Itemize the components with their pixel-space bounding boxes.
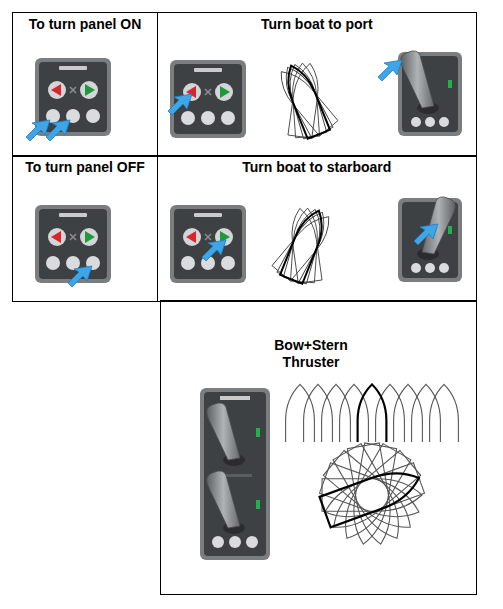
control-panel [170,205,246,283]
step-heading: Turn boat to port [162,16,473,33]
boat-spin [320,443,425,547]
boat-sideways [286,384,459,442]
joystick-lever [401,51,439,114]
step-cell: To turn panel OFF [12,155,158,302]
pointer-arrow [378,60,402,81]
step-cell: To turn panel ON [12,12,158,157]
control-panel [35,205,111,283]
step-heading: Turn boat to starboard [162,159,473,176]
dual-joystick-panel [200,388,270,560]
pointer-arrow [168,94,192,115]
step-heading: To turn panel ON [17,16,153,33]
pointer-arrow [414,224,438,245]
pointer-arrow [202,240,226,261]
pointer-arrow [46,120,70,141]
step-heading: Bow+Stern Thruster [261,337,361,371]
boat-rotation [272,206,338,284]
step-heading: To turn panel OFF [17,159,153,176]
pointer-arrow [68,266,92,287]
step-cell: Turn boat to port [157,12,478,157]
boat-rotation [272,61,338,139]
step-cell: Bow+Stern Thruster [160,300,477,595]
step-cell: Turn boat to starboard [157,155,478,302]
